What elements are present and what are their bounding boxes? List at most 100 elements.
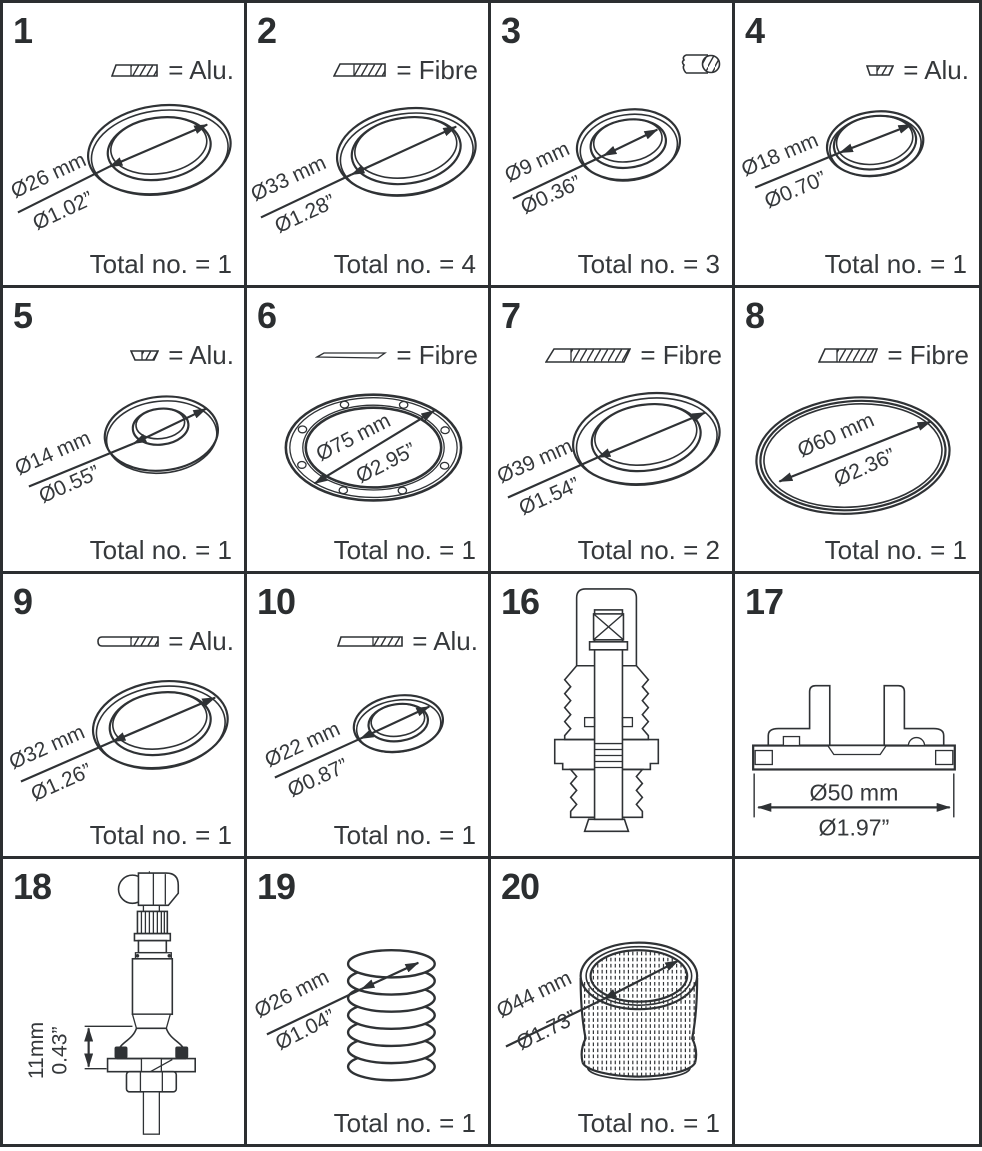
diameter-arrow [778,420,932,483]
panel-5: 5 = Alu. Ø14 mm Ø0.55” Total no. = 1 [3,288,247,574]
panel-17: 17 Ø50 mm Ø1.97” [735,573,979,859]
diameter-arrow [266,961,420,1036]
panel-4: 4 = Alu. Ø18 mm Ø0.70” Total no. = 1 [735,3,979,289]
material-label: = Alu. [168,55,234,85]
total-count: Total no. = 4 [333,249,476,280]
total-count: Total no. = 3 [577,249,720,280]
panel-empty [735,858,979,1144]
diameter-arrow [28,407,208,488]
washer-ring [825,110,925,178]
gasket-ring [284,393,463,502]
insert-body [553,587,660,832]
panel-18: 18 [3,858,247,1144]
diameter-arrow [505,959,680,1048]
material-legend: = Fibre [545,340,722,371]
total-count: Total no. = 1 [824,534,967,565]
material-legend: = Alu. [337,626,478,657]
total-count: Total no. = 1 [89,534,232,565]
total-count: Total no. = 1 [333,534,476,565]
part-number: 10 [257,580,296,622]
diameter-label-inch: Ø1.97” [819,814,890,840]
strainer-mesh [584,949,695,1077]
material-label: = Fibre [640,340,722,371]
panel-9: 9 = Alu. Ø32 mm Ø1.26” Total no. = 1 [3,573,247,859]
part-number: 4 [745,10,765,51]
gasket-cross-section-icon [315,352,388,359]
valve-insert-section-drawing [553,587,660,832]
part-number: 16 [501,580,540,622]
washer-ring [103,395,220,475]
diameter-arrow [17,123,209,214]
height-label-mm: 11mm [25,1022,48,1079]
part-number: 7 [501,295,521,337]
part-number: 2 [257,10,277,51]
diameter-label-inch: Ø1.02” [29,187,97,235]
washer-ring [575,108,682,182]
part-number: 3 [501,10,521,51]
diameter-label-inch: Ø1.26” [28,758,96,805]
material-legend: = Alu. [97,626,234,657]
total-count: Total no. = 1 [89,249,232,280]
material-legend: = Fibre [818,340,969,371]
height-label-inch: 0.43” [49,1026,72,1074]
total-count: Total no. = 1 [824,249,967,280]
panel-1: 1 = Alu. Ø26 mm Ø1.02” Total no. = 1 [3,3,247,289]
washer-drawing: Ø9 mm Ø0.36” [501,108,682,219]
panel-20: 20 Ø44 mm Ø1.73” Total no. = 1 [491,858,735,1144]
panel-6: 6 = Fibre Ø75 mm Ø2.95” Tota [247,288,491,574]
material-label: = Fibre [887,340,969,371]
diameter-dimension: Ø50 mm Ø1.97” [753,772,955,840]
washer-cross-section-icon [337,635,404,647]
total-count: Total no. = 1 [577,1108,720,1138]
part-number: 9 [13,580,33,622]
total-count: Total no. = 1 [89,819,232,850]
diameter-arrow [260,125,458,219]
bolt-holes [297,400,450,495]
washer-drawing: Ø22 mm Ø0.87” [261,693,445,802]
washer-ring [335,106,477,197]
spindle-body [106,872,196,1135]
washer-drawing: Ø39 mm Ø1.54” [494,392,721,520]
diameter-label-inch: Ø1.73” [513,1006,580,1055]
total-count: Total no. = 1 [333,819,476,850]
flange-section-drawing: Ø50 mm Ø1.97” [752,684,956,840]
part-number: 19 [257,865,296,907]
material-label: = Alu. [903,55,969,85]
spring-drawing: Ø26 mm Ø1.04” [251,948,436,1082]
panel-16: 16 [491,573,735,859]
panel-19: 19 Ø26 mm Ø1.04” Total no. = 1 [247,858,491,1144]
panel-10: 10 = Alu. Ø22 mm Ø0.87” Total no. = 1 [247,573,491,859]
material-legend: = Alu. [130,340,234,371]
panel-7: 7 = Fibre Ø39 mm Ø1.54” Total no. = 2 [491,288,735,574]
washer-drawing: Ø14 mm Ø0.55” [12,395,220,508]
part-number: 17 [745,580,784,622]
washer-ring [91,679,229,770]
part-number: 20 [501,865,540,907]
strainer-basket-drawing: Ø44 mm Ø1.73” [493,941,699,1081]
panel-3: 3 Ø9 mm Ø0.36” Total no. = 3 [491,3,735,289]
flange-body [752,684,956,771]
diameter-arrow [512,128,659,200]
washer-drawing: Ø26 mm Ø1.02” [7,103,232,235]
part-number: 5 [13,295,33,337]
total-count: Total no. = 2 [577,534,720,565]
washer-cross-section-icon [111,63,159,77]
part-number: 18 [13,865,52,907]
washer-cross-section-icon [333,63,387,77]
material-legend: = Fibre [315,340,478,371]
diameter-arrow [20,696,217,782]
valve-spindle-drawing: 11mm 0.43” [25,870,196,1137]
washer-ring [86,103,232,196]
strainer-body [579,941,699,1081]
part-number: 1 [13,10,33,51]
grommet-cross-section-icon [681,54,721,74]
material-label: = Fibre [396,340,478,371]
material-label: = Fibre [396,55,478,85]
total-count: Total no. = 1 [333,1108,476,1138]
diameter-label-inch: Ø0.87” [284,754,352,802]
material-label: = Alu. [168,340,234,371]
panel-2: 2 = Fibre Ø33 mm Ø1.28” Total no. = 4 [247,3,491,289]
washer-ring [572,392,721,487]
washer-drawing: Ø18 mm Ø0.70” [738,110,925,213]
